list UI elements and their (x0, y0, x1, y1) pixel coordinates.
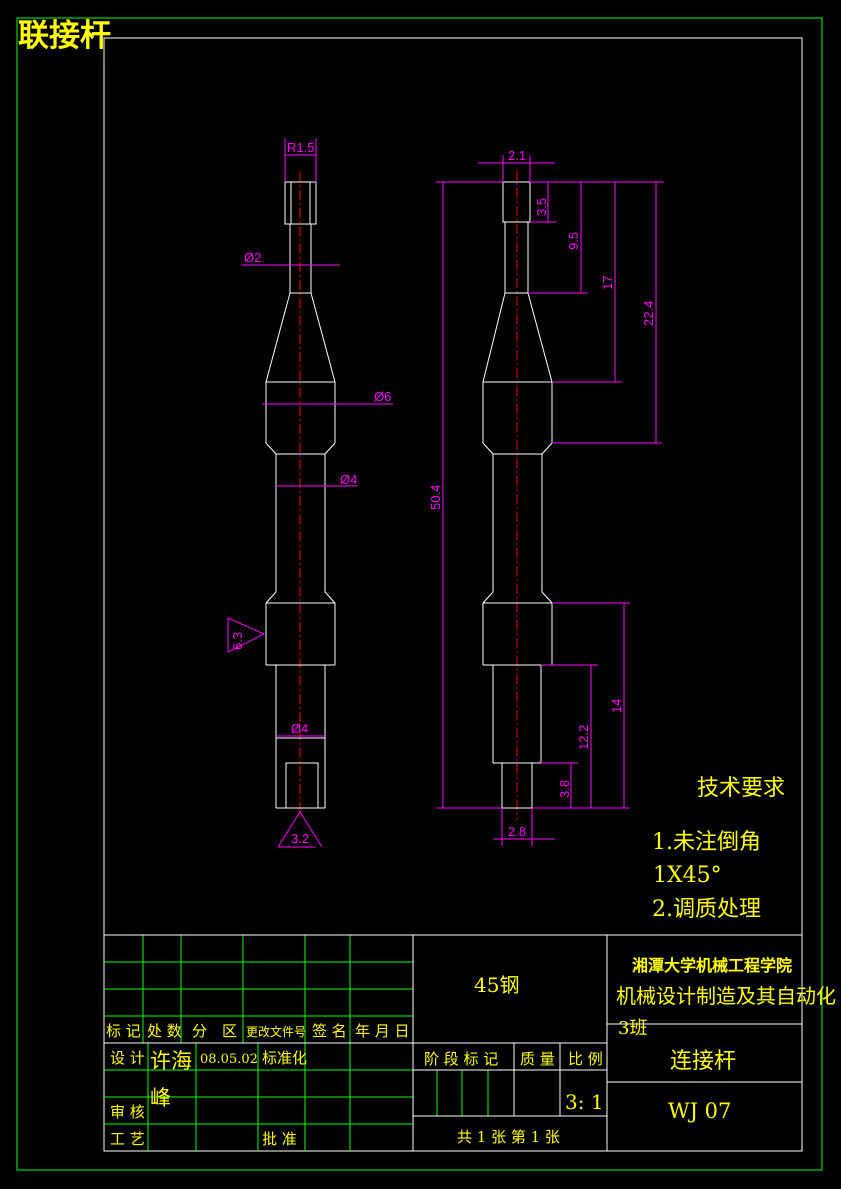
tb-hdr-sign: 签 名 (312, 1022, 347, 1040)
right-view: 2.1 2.8 3.5 9.5 17 22.4 50.4 14 12.2 3.8 (428, 148, 664, 846)
tb-scale: 3: 1 (565, 1090, 604, 1114)
left-view: R1.5 Ø2 Ø6 Ø4 Ø4 6.3 3.2 (227, 138, 393, 848)
tech-line-1: 1.未注倒角 (652, 830, 761, 855)
dim-28: 2.8 (508, 824, 526, 839)
inner-frame (103, 37, 803, 1152)
roughness-63: 6.3 (230, 632, 245, 650)
dim-d2: Ø2 (244, 250, 261, 265)
dim-21: 2.1 (508, 148, 526, 163)
tb-approve: 批 准 (262, 1130, 297, 1148)
tb-hdr-mark: 标 记 (106, 1022, 141, 1040)
outer-frame (16, 17, 823, 1171)
tb-hdr-date: 年 月 日 (355, 1022, 410, 1040)
tb-school: 湘潭大学机械工程学院 (632, 956, 792, 975)
tb-process: 工 艺 (110, 1130, 145, 1148)
dim-14: 14 (609, 699, 624, 713)
dim-38: 3.8 (557, 780, 572, 798)
tb-hdr-zone: 分 区 (192, 1022, 237, 1040)
tb-major: 机械设计制造及其自动化 (616, 984, 836, 1008)
drawing-title: 联接杆 (18, 18, 111, 54)
technical-requirements: 技术要求 1.未注倒角 1X45° 2.调质处理 (652, 776, 785, 922)
tb-weight: 质 量 (520, 1050, 555, 1068)
tb-designer-a: 许海 (150, 1049, 192, 1073)
dim-r15: R1.5 (287, 140, 314, 155)
tb-standardize: 标准化 (262, 1049, 307, 1067)
dim-d4-upper: Ø4 (340, 472, 357, 487)
tb-scale-label: 比 例 (568, 1050, 603, 1068)
tech-line-2: 1X45° (653, 863, 722, 888)
tb-drawing-no: WJ 07 (668, 1099, 731, 1123)
dim-d4-lower: Ø4 (291, 721, 308, 736)
tb-material: 45钢 (474, 973, 519, 997)
tb-part-name: 连接杆 (670, 1049, 736, 1074)
dim-d6: Ø6 (374, 389, 391, 404)
roughness-32: 3.2 (291, 831, 309, 846)
tb-sheets: 共 1 张 第 1 张 (457, 1128, 560, 1146)
tb-hdr-docno: 更改文件号 (246, 1024, 306, 1039)
tb-design-date: 08.05.02 (200, 1052, 258, 1067)
tb-hdr-count: 处 数 (147, 1022, 182, 1040)
dim-35: 3.5 (534, 198, 549, 216)
tb-review: 审 核 (110, 1103, 145, 1121)
dim-224: 22.4 (641, 301, 656, 326)
tb-class: 3班 (618, 1018, 647, 1039)
tb-designer-b: 峰 (150, 1086, 171, 1110)
dim-17: 17 (600, 276, 615, 290)
title-block: 标 记 处 数 分 区 更改文件号 签 名 年 月 日 设 计 许海 峰 08.… (104, 934, 836, 1151)
tb-stage-mark: 阶 段 标 记 (424, 1050, 498, 1068)
tb-design-label: 设 计 (110, 1049, 145, 1067)
dim-504: 50.4 (428, 485, 443, 510)
dim-95: 9.5 (566, 232, 581, 250)
tech-heading: 技术要求 (697, 776, 785, 801)
tech-line-3: 2.调质处理 (652, 897, 761, 922)
dim-122: 12.2 (576, 725, 591, 750)
